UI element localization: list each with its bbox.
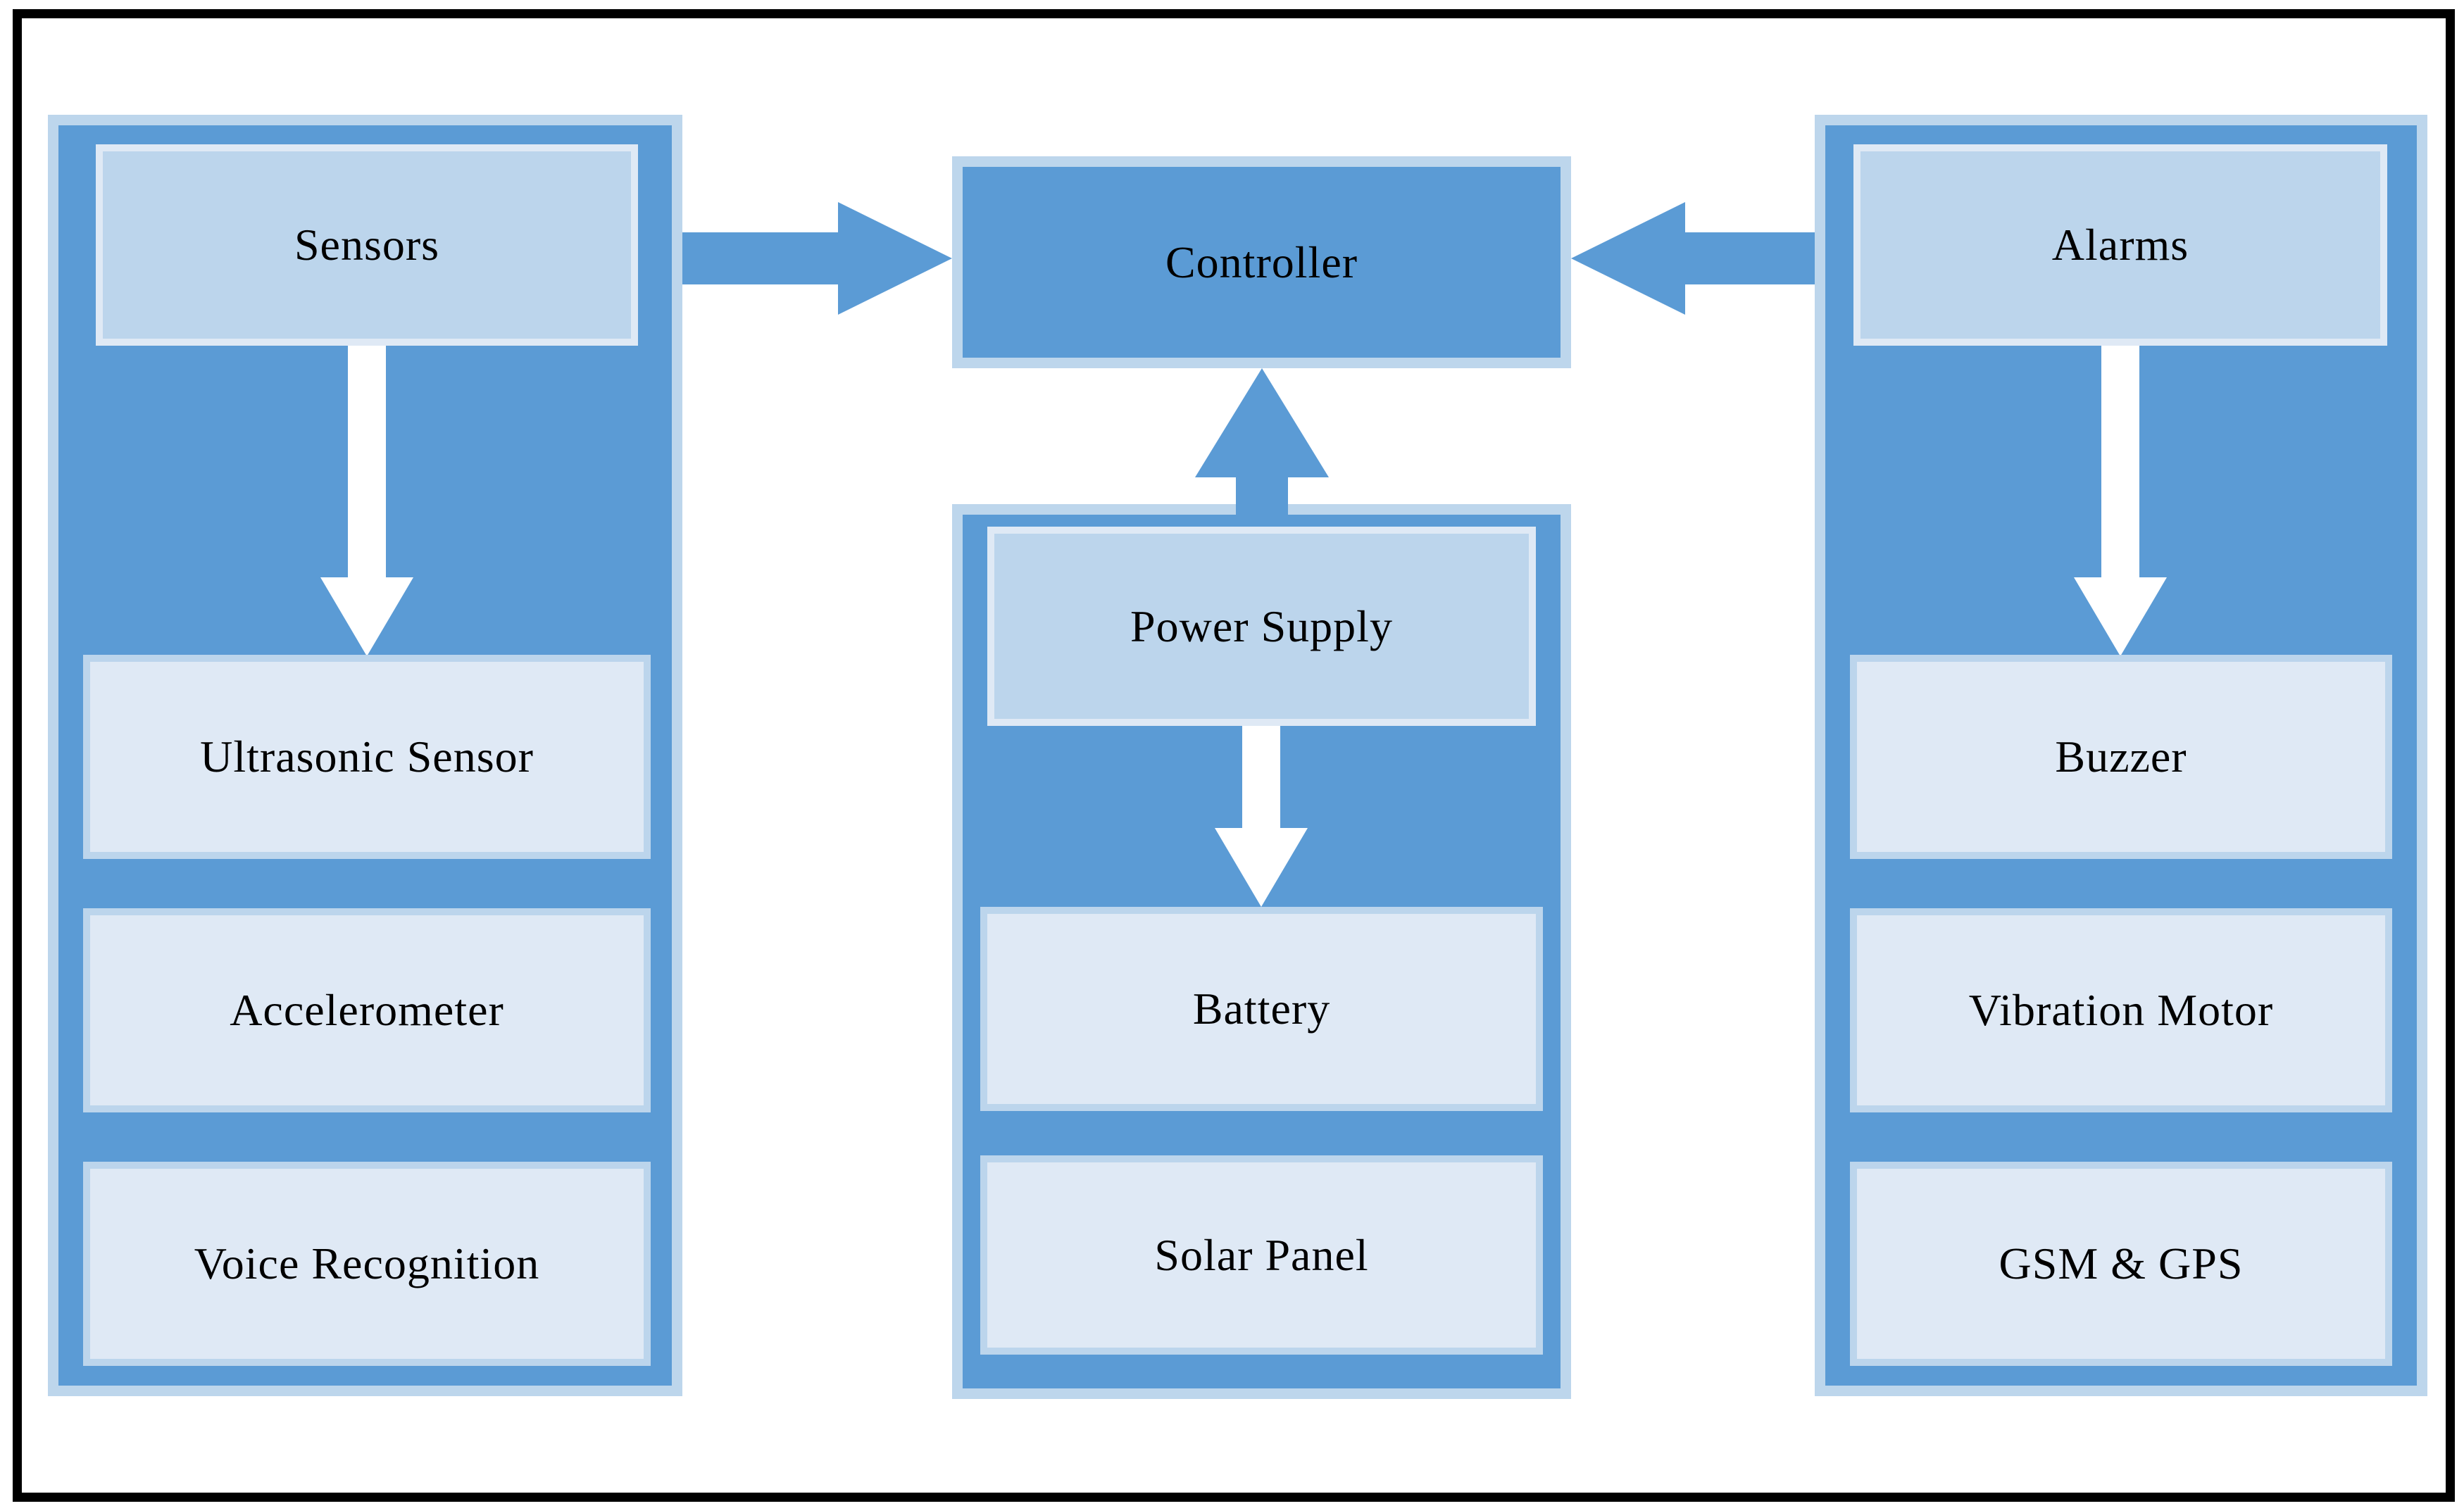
item-box-gsm-gps: GSM & GPS xyxy=(1850,1162,2392,1366)
voice-recognition-label: Voice Recognition xyxy=(194,1238,540,1288)
alarms-to-controller-arrowhead-icon xyxy=(1571,202,1685,315)
power-down-arrow xyxy=(1242,726,1280,828)
vibration-motor-label: Vibration Motor xyxy=(1968,985,2274,1035)
alarms-to-controller-arrow xyxy=(1685,232,1815,284)
sensors-to-controller-arrowhead-icon xyxy=(838,202,952,315)
item-box-vibration-motor: Vibration Motor xyxy=(1850,908,2392,1112)
power-to-controller-arrowhead-icon xyxy=(1195,368,1329,477)
alarms-header-label: Alarms xyxy=(2051,220,2189,270)
power-supply-header-label: Power Supply xyxy=(1130,601,1393,651)
gsm-gps-label: GSM & GPS xyxy=(1999,1238,2244,1288)
solar-panel-label: Solar Panel xyxy=(1154,1229,1369,1280)
controller-label: Controller xyxy=(1165,237,1358,287)
item-box-ultrasonic-sensor: Ultrasonic Sensor xyxy=(83,655,651,859)
sensors-down-arrow xyxy=(348,346,386,577)
sensors-down-arrowhead-icon xyxy=(320,577,413,656)
controller-box: Controller xyxy=(952,156,1571,368)
power-panel: Power Supply Battery Solar Panel xyxy=(952,504,1571,1399)
item-box-accelerometer: Accelerometer xyxy=(83,908,651,1112)
accelerometer-label: Accelerometer xyxy=(230,985,504,1035)
power-to-controller-arrow xyxy=(1236,477,1288,515)
alarms-header-box: Alarms xyxy=(1853,144,2387,346)
alarms-down-arrowhead-icon xyxy=(2074,577,2167,656)
alarms-down-arrow xyxy=(2101,346,2139,577)
power-down-arrowhead-icon xyxy=(1215,828,1308,907)
item-box-voice-recognition: Voice Recognition xyxy=(83,1162,651,1366)
buzzer-label: Buzzer xyxy=(2055,732,2187,782)
sensors-panel: Sensors Ultrasonic Sensor Accelerometer … xyxy=(48,115,682,1396)
sensors-header-box: Sensors xyxy=(96,144,638,346)
power-supply-header-box: Power Supply xyxy=(987,527,1536,726)
alarms-panel: Alarms Buzzer Vibration Motor GSM & GPS xyxy=(1815,115,2427,1396)
sensors-header-label: Sensors xyxy=(294,220,440,270)
ultrasonic-sensor-label: Ultrasonic Sensor xyxy=(200,732,534,782)
item-box-battery: Battery xyxy=(980,907,1543,1111)
battery-label: Battery xyxy=(1192,984,1331,1034)
item-box-solar-panel: Solar Panel xyxy=(980,1155,1543,1355)
outer-frame xyxy=(13,9,2455,1502)
sensors-to-controller-arrow xyxy=(682,232,838,284)
item-box-buzzer: Buzzer xyxy=(1850,655,2392,859)
